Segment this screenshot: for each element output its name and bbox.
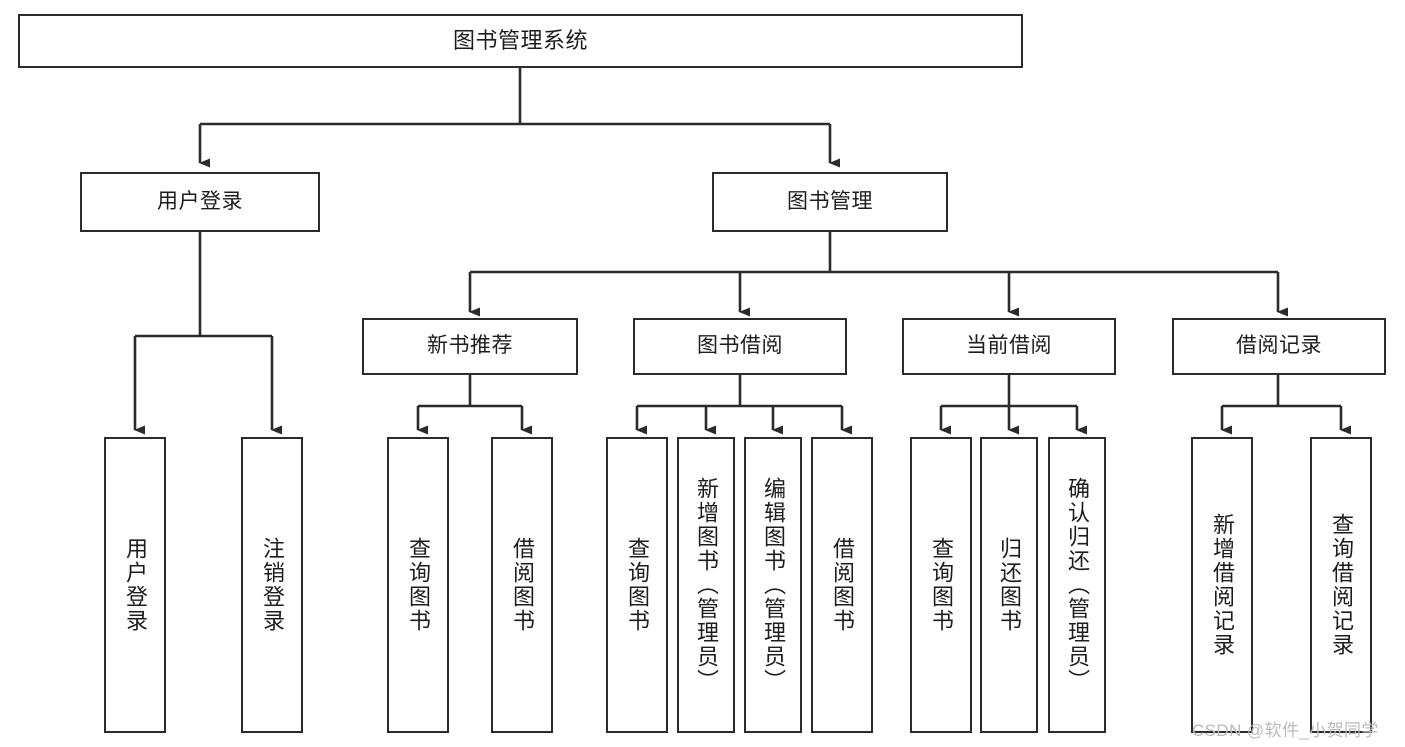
node-label: 用户登录: [123, 537, 148, 633]
node-label: 编辑图书（管理员）: [761, 477, 786, 693]
node-label: 查询图书: [929, 537, 954, 633]
node-current-borrow[interactable]: 当前借阅: [902, 318, 1116, 375]
node-label: 用户登录: [157, 189, 243, 213]
leaf-edit-book-admin[interactable]: 编辑图书（管理员）: [744, 437, 802, 733]
leaf-return-book[interactable]: 归还图书: [980, 437, 1038, 733]
node-label: 借阅图书: [510, 537, 535, 633]
node-label: 新书推荐: [427, 334, 513, 358]
leaf-confirm-return-admin[interactable]: 确认归还（管理员）: [1048, 437, 1106, 733]
node-root-system[interactable]: 图书管理系统: [18, 14, 1023, 68]
leaf-logout-login[interactable]: 注销登录: [241, 437, 303, 733]
node-user-login[interactable]: 用户登录: [80, 172, 320, 232]
node-label: 查询图书: [406, 537, 431, 633]
node-label: 注销登录: [260, 537, 285, 633]
node-book-management[interactable]: 图书管理: [712, 172, 948, 232]
leaf-add-borrow-record[interactable]: 新增借阅记录: [1191, 437, 1253, 733]
node-label: 新增图书（管理员）: [694, 477, 719, 693]
leaf-add-book-admin[interactable]: 新增图书（管理员）: [677, 437, 735, 733]
node-label: 借阅图书: [830, 537, 855, 633]
node-label: 查询借阅记录: [1329, 513, 1354, 657]
leaf-query-borrow-record[interactable]: 查询借阅记录: [1310, 437, 1372, 733]
node-label: 图书借阅: [697, 334, 783, 358]
node-label: 查询图书: [625, 537, 650, 633]
leaf-query-book-recommend[interactable]: 查询图书: [387, 437, 449, 733]
node-label: 新增借阅记录: [1210, 513, 1235, 657]
watermark-text: CSDN @软件_小贺同学: [1192, 721, 1379, 740]
node-book-borrow[interactable]: 图书借阅: [633, 318, 847, 375]
node-label: 图书管理系统: [452, 28, 588, 54]
node-borrow-record[interactable]: 借阅记录: [1172, 318, 1386, 375]
node-label: 归还图书: [997, 537, 1022, 633]
node-new-book-recommend[interactable]: 新书推荐: [362, 318, 578, 375]
leaf-query-book-current[interactable]: 查询图书: [910, 437, 972, 733]
node-label: 图书管理: [787, 189, 873, 213]
node-label: 借阅记录: [1236, 334, 1322, 358]
node-label: 确认归还（管理员）: [1065, 477, 1090, 693]
leaf-borrow-book[interactable]: 借阅图书: [811, 437, 873, 733]
leaf-borrow-book-recommend[interactable]: 借阅图书: [491, 437, 553, 733]
leaf-query-book-borrow[interactable]: 查询图书: [606, 437, 668, 733]
leaf-user-login[interactable]: 用户登录: [104, 437, 166, 733]
node-label: 当前借阅: [966, 334, 1052, 358]
